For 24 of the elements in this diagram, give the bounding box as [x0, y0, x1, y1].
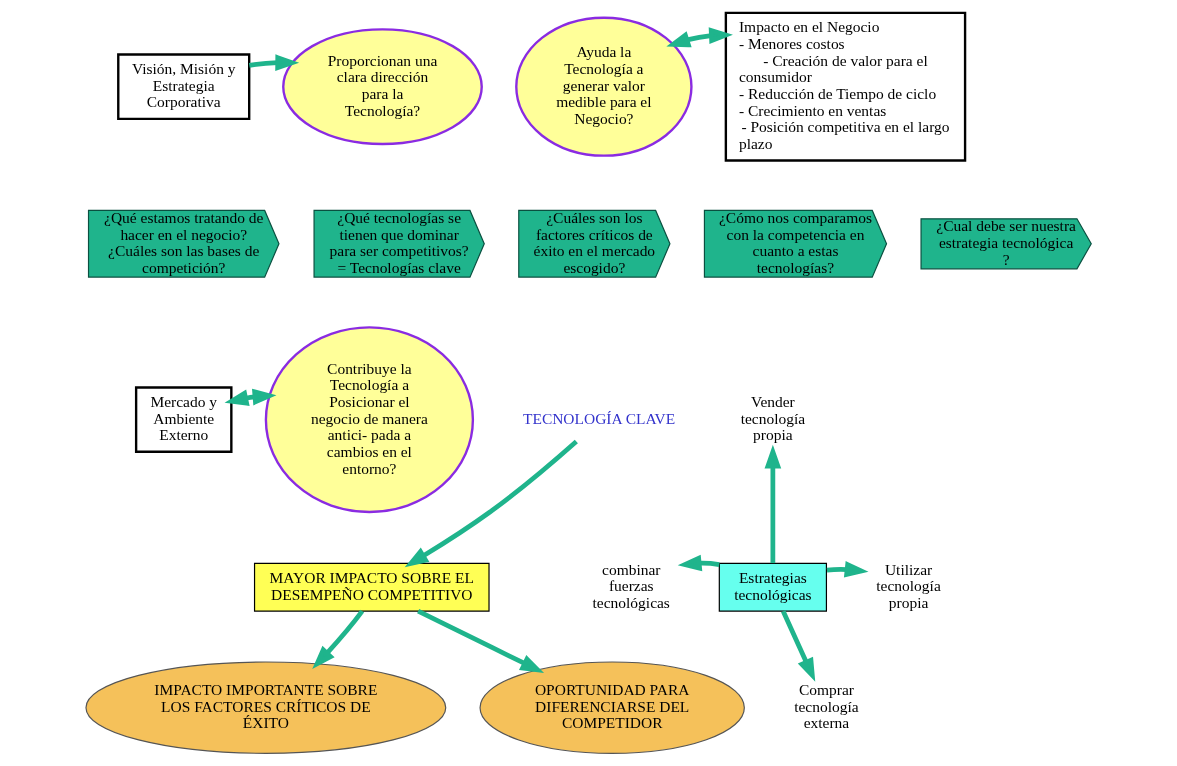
arrow — [248, 54, 300, 71]
node-text: Vender tecnología propia — [740, 393, 806, 444]
node-box: Mercado y Ambiente Externo — [134, 386, 233, 453]
arrow — [764, 444, 782, 564]
node-box: Visión, Misión y Estrategia Corporativa — [117, 53, 251, 120]
node-box: Estrategias tecnológicas — [718, 562, 828, 612]
node-text: Utilizar tecnología propia — [876, 560, 941, 611]
arrow — [666, 27, 733, 48]
node-box: Impacto en el Negocio - Menores costos - Creación de valor para el consumidor - Reducción de Tiempo de ciclo - Crecimiento en ventas - Posición competitiva en el largo plazo — [724, 11, 967, 162]
arrow — [677, 554, 720, 572]
arrow — [312, 609, 365, 669]
node-box: MAYOR IMPACTO SOBRE EL DESEMPEÑO COMPETITIVO — [253, 562, 490, 612]
node-ellipse: Contribuye la Tecnología a Posicionar el negocio de manera antici- pada a cambios en el entorno? — [264, 326, 475, 514]
arrow — [224, 388, 277, 406]
node-ellipse: OPORTUNIDAD PARA DIFERENCIARSE DEL COMPETIDOR — [479, 661, 745, 754]
node-text: Comprar tecnología externa — [794, 681, 859, 732]
arrow — [781, 610, 816, 682]
arrow — [417, 609, 545, 674]
node-ellipse: Proporcionan una clara dirección para la Tecnología? — [282, 28, 483, 146]
node-text: combinar fuerzas tecnológicas — [592, 560, 670, 611]
arrow — [404, 439, 578, 568]
node-ellipse: IMPACTO IMPORTANTE SOBRE LOS FACTORES CRÍTICOS DE ÉXITO — [85, 661, 447, 754]
arrow — [826, 561, 869, 578]
node-text: TECNOLOGÍA CLAVE — [522, 409, 676, 427]
